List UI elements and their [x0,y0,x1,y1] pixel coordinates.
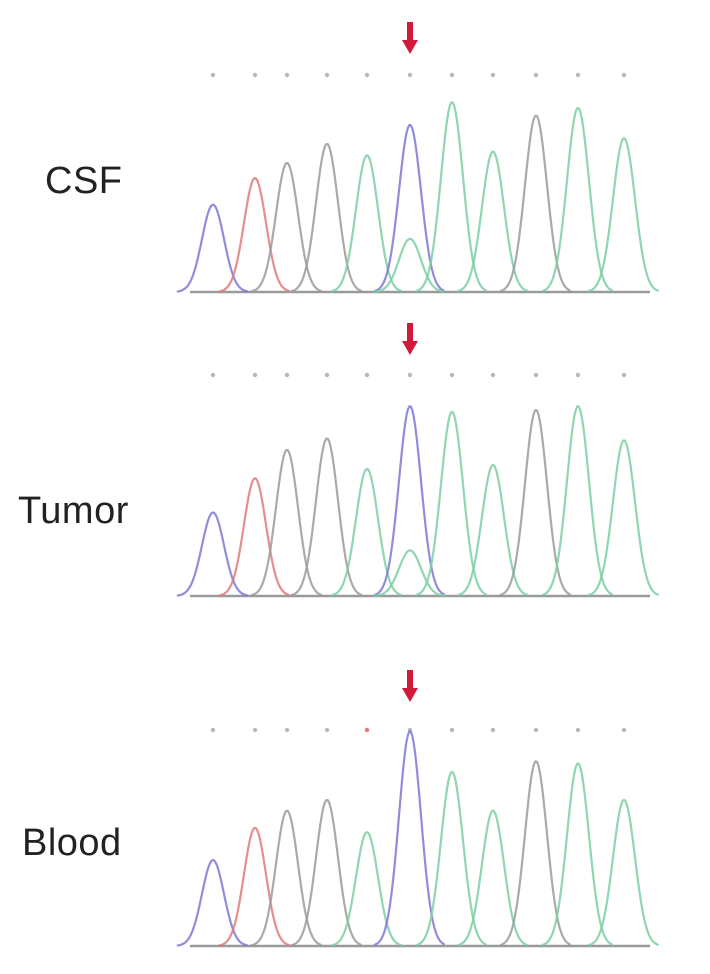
peak-A-csf [373,124,445,293]
sample-label-blood: Blood [22,822,122,864]
base-call-dot [252,727,258,733]
base-call-dot [284,727,290,733]
peak-A-tumor [176,511,248,597]
minor-peak-T-csf [373,237,445,293]
base-call-dot [252,72,258,78]
base-call-dot [449,72,455,78]
peak-A-tumor [373,405,445,596]
base-call-dot [324,727,330,733]
base-call-dot [210,727,216,733]
peak-G-tumor [499,409,571,596]
peak-A-blood [176,859,248,947]
peak-T-blood [541,762,613,946]
peak-G-blood [250,809,322,947]
base-call-dot [324,72,330,78]
base-call-dot [621,72,627,78]
peak-T-csf [330,154,402,293]
base-call-dot [407,372,413,378]
base-call-dot [490,727,496,733]
peak-G-csf [499,114,571,292]
peak-A-blood [373,730,445,946]
peak-C-csf [218,177,290,293]
base-call-dot [324,372,330,378]
base-call-dot [621,372,627,378]
variant-arrow-shaft [407,670,413,690]
base-call-dot [575,72,581,78]
base-call-dot [490,72,496,78]
variant-arrow-icon [402,341,418,355]
variant-arrow-icon [402,40,418,54]
peak-T-tumor [541,405,613,596]
base-call-dot [533,372,539,378]
peak-G-blood [499,760,571,946]
base-call-dot [575,727,581,733]
peak-G-blood [290,799,362,947]
minor-peak-T-tumor [373,549,445,597]
sample-label-tumor: Tumor [18,490,129,532]
peak-G-csf [250,162,322,293]
peak-T-blood [456,809,528,947]
peak-C-blood [218,826,290,947]
base-call-dot [449,727,455,733]
base-call-dot [621,727,627,733]
base-call-dot [449,372,455,378]
base-call-dot [364,72,370,78]
peak-T-csf [541,107,613,292]
peak-A-csf [176,203,248,293]
base-call-dot [490,372,496,378]
base-call-dot [575,372,581,378]
peak-T-tumor [415,411,487,596]
variant-arrow-shaft [407,22,413,42]
base-call-dot [407,72,413,78]
base-call-dot [364,727,370,733]
peak-T-blood [330,831,402,947]
base-call-dot [252,372,258,378]
peak-T-csf [587,137,659,293]
base-call-dot [284,72,290,78]
peak-C-tumor [218,477,290,597]
variant-arrow-shaft [407,323,413,343]
peak-T-blood [587,799,659,947]
base-call-dot [210,72,216,78]
peak-T-csf [415,101,487,292]
sample-label-csf: CSF [45,160,123,202]
peak-T-tumor [587,439,659,597]
peak-G-tumor [250,448,322,597]
variant-arrow-icon [402,688,418,702]
peak-G-tumor [290,437,362,597]
peak-T-csf [456,150,528,293]
peak-T-blood [415,771,487,947]
base-call-dot [533,727,539,733]
peak-G-csf [290,143,362,293]
peak-T-tumor [456,464,528,597]
base-call-dot [210,372,216,378]
base-call-dot [364,372,370,378]
base-call-dot [533,72,539,78]
base-call-dot [284,372,290,378]
peak-T-tumor [330,467,402,597]
